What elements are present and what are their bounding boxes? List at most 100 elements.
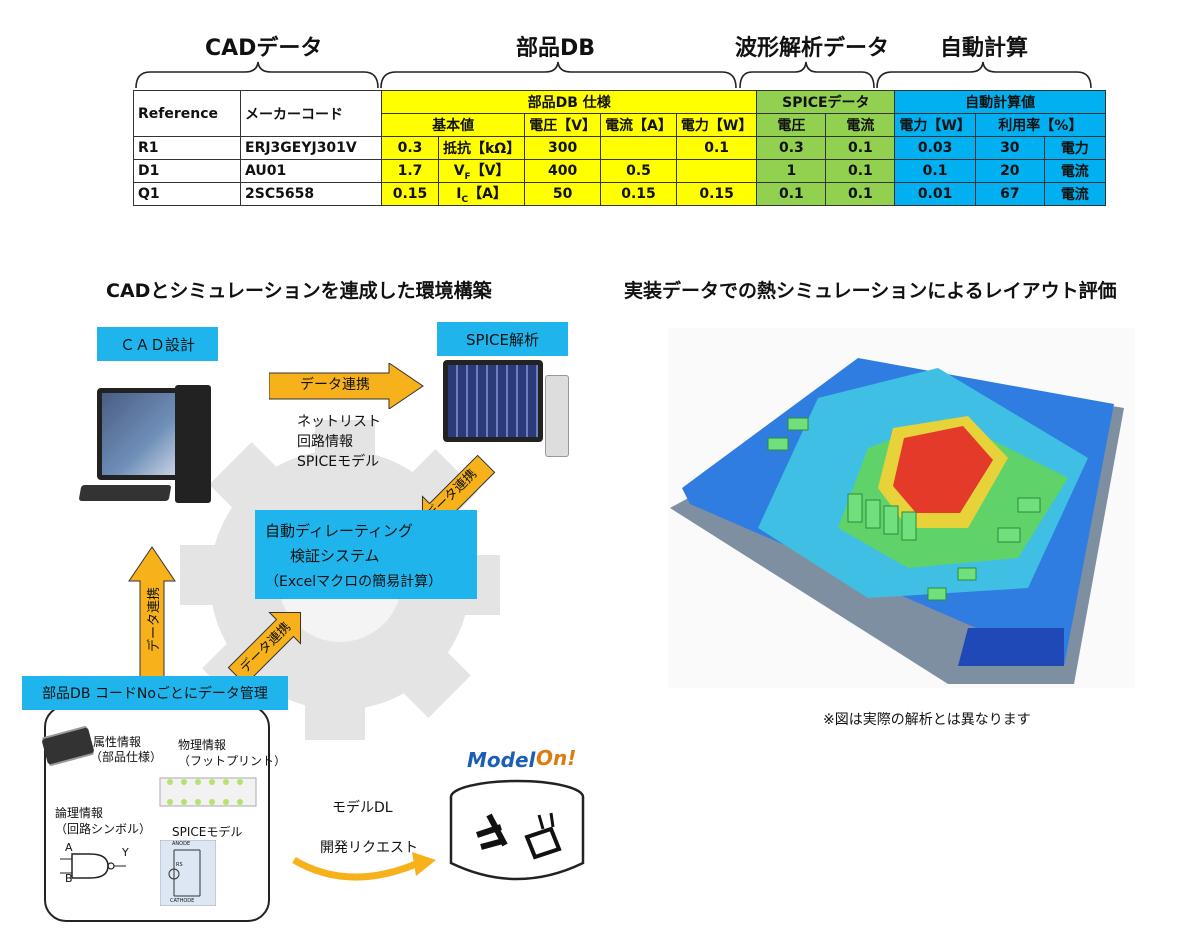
brace-auto-calc [876, 61, 1092, 89]
spice-anode-label: ANODE [172, 841, 191, 847]
spice-monitor [443, 360, 543, 442]
spice-rs-label: RS [176, 862, 183, 868]
param-main: 抵抗【kΩ】 [443, 141, 521, 157]
data-link-label-top: データ連携 [300, 377, 370, 393]
cell-basis: 電流 [1043, 182, 1106, 206]
cell-voltage: 400 [524, 159, 602, 183]
cell-current: 0.15 [600, 182, 677, 206]
attr-info-2: （部品仕様） [90, 750, 163, 764]
cell-power: 0.15 [675, 182, 758, 206]
spice-analysis-label: SPICE解析 [437, 322, 568, 356]
right-diagram-title: 実装データでの熱シミュレーションによるレイアウト評価 [624, 280, 1117, 302]
cell-current: 0.5 [600, 159, 677, 183]
parts-db-label: 部品DB コードNoごとにデータ管理 [22, 676, 288, 710]
nand-label-y: Y [122, 846, 129, 859]
cell-basic: 0.15 [381, 182, 439, 206]
cell-param: 抵抗【kΩ】 [437, 136, 526, 160]
cell-voltage: 50 [524, 182, 602, 206]
section-parts-db-title: 部品DB [516, 36, 596, 61]
cell-sp-v: 0.1 [756, 182, 827, 206]
cell-usage: 67 [974, 182, 1045, 206]
dev-request-text: 開発リクエスト [320, 840, 418, 856]
nand-gate-icon [60, 853, 126, 879]
section-cad-title: CADデータ [205, 36, 323, 61]
modelon-logo-on: On! [536, 746, 577, 770]
th-auto-calc: 自動計算値 [894, 90, 1106, 114]
modelon-database-icon[interactable] [447, 745, 587, 885]
nand-label-a: A [65, 841, 73, 854]
cell-voltage: 300 [524, 136, 602, 160]
param-main: V [453, 163, 465, 180]
cad-keyboard [78, 485, 172, 501]
cell-maker: 2SC5658 [240, 182, 382, 206]
spice-cathode-label: CATHODE [170, 898, 195, 904]
th-power: 電力【W】 [675, 113, 758, 137]
cell-ref: R1 [133, 136, 241, 160]
brace-cad [135, 61, 379, 89]
logic-info-2: （回路シンボル） [55, 822, 152, 836]
section-waveform-title: 波形解析データ [735, 36, 890, 61]
param-sub: C [461, 194, 469, 205]
cell-basis: 電力 [1043, 136, 1106, 160]
cad-monitor [97, 388, 185, 480]
cell-param: IC【A】 [437, 182, 526, 206]
th-voltage: 電圧【V】 [524, 113, 602, 137]
spice-model-info: SPICEモデル [172, 825, 243, 839]
attr-info-1: 属性情報 [93, 735, 142, 749]
model-dl-text: モデルDL [332, 800, 393, 816]
left-diagram-title: CADとシミュレーションを連成した環境構築 [106, 280, 492, 302]
cell-c-power: 0.1 [894, 159, 976, 183]
table-row: Q1 2SC5658 0.15 IC【A】 50 0.15 0.15 0.1 0… [133, 182, 1106, 206]
cell-sp-i: 0.1 [825, 159, 896, 183]
footprint-icon [159, 777, 257, 807]
spice-model-text: SPICEモデル [297, 454, 380, 470]
cell-sp-i: 0.1 [825, 136, 896, 160]
section-braces [135, 61, 1092, 89]
derating-line-3: （Excelマクロの簡易計算） [265, 574, 443, 590]
brace-parts-db [380, 61, 737, 89]
cell-current [600, 136, 677, 160]
param-unit: 【A】 [468, 186, 507, 203]
thermal-simulation-image [668, 328, 1135, 688]
data-link-arrow-up [128, 546, 176, 684]
cad-tower [175, 385, 211, 503]
disclaimer-note: ※図は実際の解析とは異なります [823, 712, 1031, 728]
cell-sp-v: 0.3 [756, 136, 827, 160]
cell-usage: 30 [974, 136, 1045, 160]
cell-sp-i: 0.1 [825, 182, 896, 206]
spice-model-icon [160, 840, 216, 906]
cell-basis: 電流 [1043, 159, 1106, 183]
th-sp-current: 電流 [825, 113, 896, 137]
data-link-arrow-right [269, 363, 424, 409]
derating-line-2: 検証システム [290, 547, 380, 565]
cell-power: 0.1 [675, 136, 758, 160]
model-dl-curved-arrow [292, 852, 436, 881]
th-calc-power: 電力【W】 [894, 113, 976, 137]
netlist-text: ネットリスト [297, 414, 381, 430]
cell-maker: AU01 [240, 159, 382, 183]
cell-maker: ERJ3GEYJ301V [240, 136, 382, 160]
table-row: R1 ERJ3GEYJ301V 0.3 抵抗【kΩ】 300 0.1 0.3 0… [133, 136, 1106, 160]
derating-box [255, 510, 477, 599]
param-main: I [456, 186, 462, 203]
cell-basic: 1.7 [381, 159, 439, 183]
cell-ref: Q1 [133, 182, 241, 206]
nand-label-b: B [65, 872, 73, 885]
th-usage: 利用率【%】 [974, 113, 1106, 137]
spice-tower [545, 375, 569, 457]
table-row: D1 AU01 1.7 VF【V】 400 0.5 1 0.1 0.1 20 電… [133, 159, 1106, 183]
cell-param: VF【V】 [437, 159, 526, 183]
derating-line-1: 自動ディレーティング [265, 522, 414, 540]
th-spice-data: SPICEデータ [756, 90, 896, 114]
param-unit: 【V】 [470, 163, 510, 180]
cell-basic: 0.3 [381, 136, 439, 160]
cell-c-power: 0.03 [894, 136, 976, 160]
logic-info-1: 論理情報 [55, 806, 104, 820]
param-sub: F [464, 171, 471, 182]
cad-design-label: ＣＡＤ設計 [97, 327, 218, 361]
brace-waveform [739, 61, 875, 89]
th-current: 電流【A】 [600, 113, 677, 137]
th-reference: Reference [133, 90, 241, 137]
cell-ref: D1 [133, 159, 241, 183]
cell-power [675, 159, 758, 183]
